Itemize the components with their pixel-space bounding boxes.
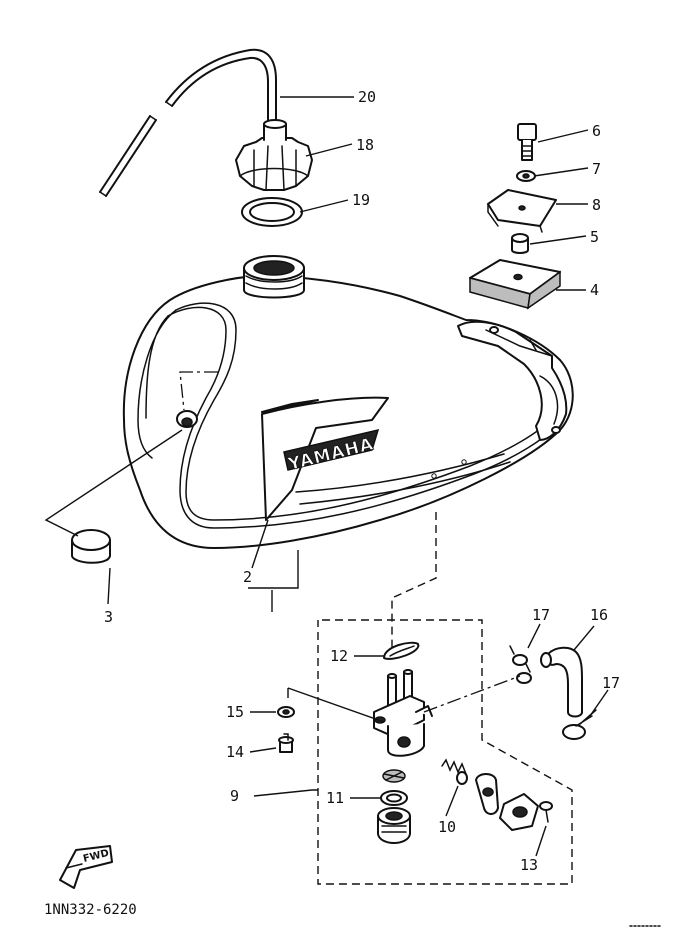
- damper-part-4: [469, 259, 561, 310]
- callout-3: 3: [104, 608, 113, 626]
- callout-5: 5: [590, 228, 599, 246]
- valve-cover: [499, 793, 539, 831]
- leader-lines: [44, 96, 609, 857]
- callout-14: 14: [226, 743, 244, 761]
- callout-10: 10: [438, 818, 456, 836]
- screw-part-14: [278, 733, 294, 753]
- collar-part-5: [511, 233, 529, 254]
- callout-16: 16: [590, 606, 608, 624]
- filler-neck: [243, 255, 305, 299]
- cap-gasket-part-19: [241, 197, 303, 227]
- screw-part-13: [539, 801, 553, 823]
- callout-15: 15: [226, 703, 244, 721]
- fuel-petcock: [373, 669, 433, 757]
- hose-clip-part-17-lower: [562, 709, 597, 740]
- breather-hose-part-20: [99, 48, 277, 197]
- callout-18: 18: [356, 136, 374, 154]
- gasket-part-12: [383, 641, 420, 660]
- washer-part-15: [277, 706, 295, 718]
- fuel-hose-part-16: [540, 646, 583, 718]
- callout-17-lower: 17: [602, 674, 620, 692]
- callout-6: 6: [592, 122, 601, 140]
- callout-12: 12: [330, 647, 348, 665]
- callout-8: 8: [592, 196, 601, 214]
- o-ring-part-11: [380, 790, 408, 806]
- petcock-group-part-9: [277, 619, 573, 885]
- front-direction-marker: FWD: [59, 845, 113, 889]
- fuel-tank-part-1: YAMAHA: [122, 255, 574, 549]
- callout-2: 2: [243, 568, 252, 586]
- damper-cap-part-3: [71, 529, 111, 564]
- hose-clip-part-17-upper: [509, 645, 532, 684]
- callout-19: 19: [352, 191, 370, 209]
- tank-emblem: YAMAHA: [261, 396, 511, 521]
- washer-part-7: [516, 170, 536, 182]
- bracket-part-8: [487, 189, 557, 233]
- diagram-code: 1NN332-6220: [44, 902, 137, 918]
- callout-11: 11: [326, 789, 344, 807]
- callout-4: 4: [590, 281, 599, 299]
- filter-screen: [382, 769, 406, 783]
- drain-bowl: [377, 807, 411, 844]
- o-ring-part-10: [456, 771, 468, 785]
- callout-9: 9: [230, 787, 239, 805]
- bolt-part-6: [517, 123, 537, 161]
- spring: [441, 758, 467, 775]
- callout-17-upper: 17: [532, 606, 550, 624]
- callout-20: 20: [358, 88, 376, 106]
- callout-13: 13: [520, 856, 538, 874]
- fuel-cap-part-18: [235, 119, 313, 191]
- callout-labels: 20 18 19 6 7 8 5 4 2 3 12 17 16 17 15 14…: [104, 88, 620, 874]
- valve-lever: [475, 773, 499, 815]
- callout-7: 7: [592, 160, 601, 178]
